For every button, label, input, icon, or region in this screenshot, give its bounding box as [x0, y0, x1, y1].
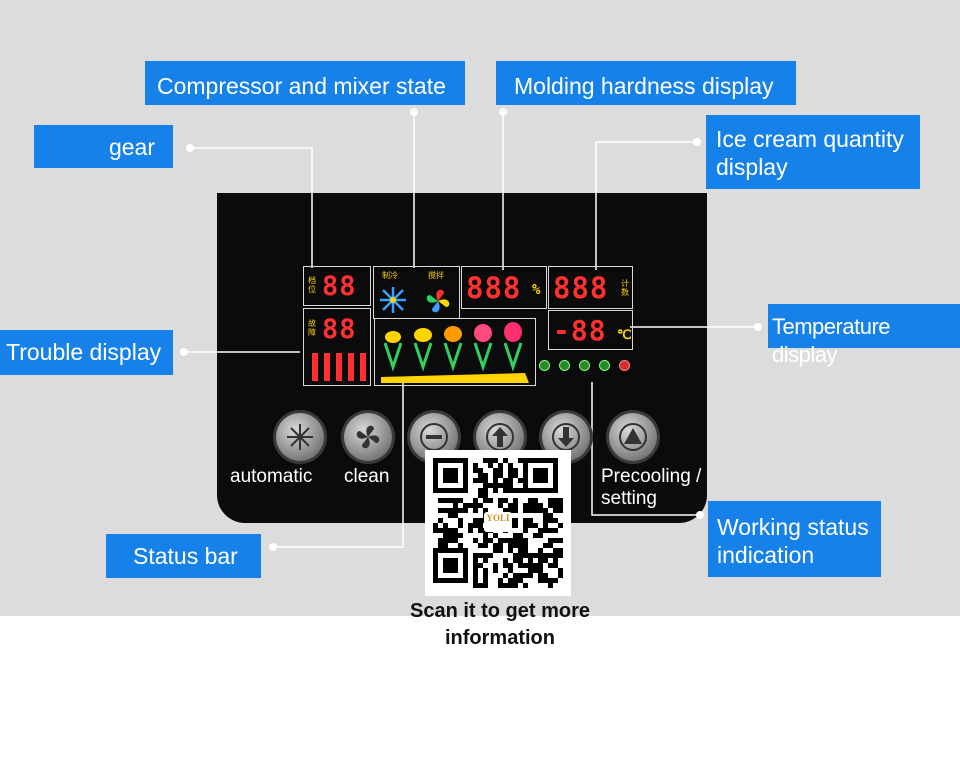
temperature-unit: ℃ — [617, 328, 633, 343]
callout-trouble-display: Trouble display — [0, 330, 173, 375]
callout-working-status: Working status indication — [708, 501, 881, 577]
callout-gear: gear — [34, 125, 173, 168]
quantity-value: 888 — [553, 271, 609, 305]
fan-icon — [356, 425, 380, 449]
qr-brand-logo: YOLI — [486, 513, 510, 523]
gear-cn-label: 档位 — [308, 276, 316, 294]
gear-value: 88 — [322, 271, 357, 302]
temperature-display: -88 ℃ — [548, 310, 633, 350]
callout-status-bar: Status bar — [106, 534, 261, 578]
temperature-value: -88 — [553, 314, 607, 347]
hardness-display: 888 % — [461, 266, 547, 309]
status-led-1 — [539, 360, 550, 371]
ice-cream-icon — [381, 322, 529, 383]
compressor-mixer-display: 制冷 搅拌 — [373, 266, 460, 319]
qr-code[interactable]: YOLI — [425, 450, 571, 596]
callout-compressor-mixer: Compressor and mixer state — [145, 61, 465, 105]
mixer-cn-label: 搅拌 — [428, 271, 444, 280]
scan-caption: Scan it to get more information — [409, 600, 591, 649]
trouble-value: 88 — [322, 314, 357, 345]
callout-ice-cream-quantity: Ice cream quantity display — [706, 115, 920, 189]
minus-icon — [420, 423, 448, 451]
quantity-cn-label: 计数 — [621, 279, 629, 297]
status-led-5 — [619, 360, 630, 371]
hardness-value: 888 — [466, 271, 522, 305]
qr-pattern — [433, 458, 563, 588]
callout-molding-hardness: Molding hardness display — [496, 61, 796, 105]
snowflake-icon — [287, 424, 313, 450]
status-led-4 — [599, 360, 610, 371]
trouble-display: 故障 88 — [303, 308, 371, 386]
status-led-3 — [579, 360, 590, 371]
callout-temperature-display: Temperature display — [768, 304, 960, 367]
clean-label: clean — [344, 466, 390, 487]
fan-icon — [426, 289, 450, 313]
precooling-label: Precooling / setting — [601, 466, 702, 509]
gear-display: 档位 88 — [303, 266, 371, 306]
automatic-button[interactable] — [276, 413, 324, 461]
up-arrow-icon — [486, 423, 514, 451]
status-bar-display — [374, 318, 536, 386]
snowflake-icon — [380, 287, 406, 313]
hardness-unit: % — [532, 282, 542, 298]
compressor-cn-label: 制冷 — [382, 271, 398, 280]
automatic-label: automatic — [230, 466, 313, 487]
precooling-button[interactable] — [609, 413, 657, 461]
down-arrow-icon — [552, 423, 580, 451]
trouble-cn-label: 故障 — [308, 319, 316, 337]
quantity-display: 888 计数 — [548, 266, 633, 309]
triangle-icon — [619, 423, 647, 451]
clean-button[interactable] — [344, 413, 392, 461]
status-led-2 — [559, 360, 570, 371]
trouble-indicator-bars — [312, 353, 366, 381]
